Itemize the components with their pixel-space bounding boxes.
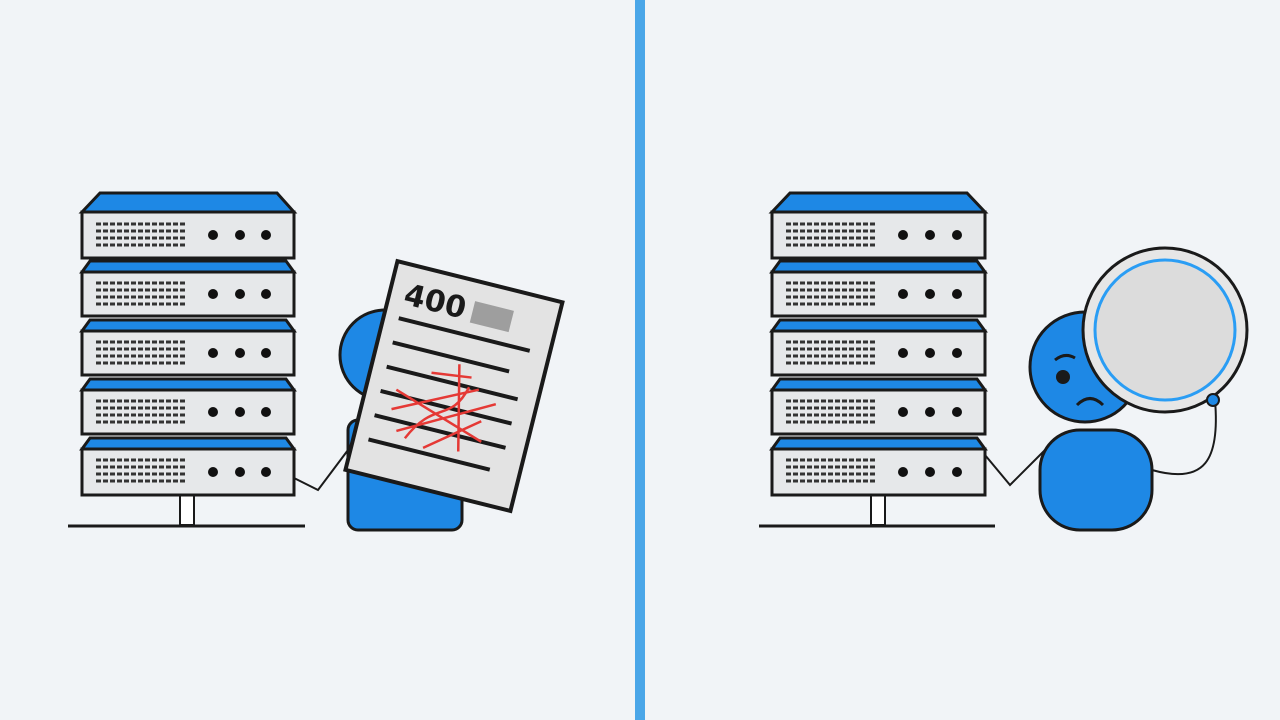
panel-divider (635, 0, 645, 720)
server-rack-with-magnifier-illustration (759, 191, 1249, 532)
server-rack-with-document-illustration: 400 (68, 191, 565, 532)
server-unit (78, 191, 298, 260)
right-illustration-panel (645, 0, 1280, 720)
left-illustration-panel: 400 (0, 0, 635, 720)
